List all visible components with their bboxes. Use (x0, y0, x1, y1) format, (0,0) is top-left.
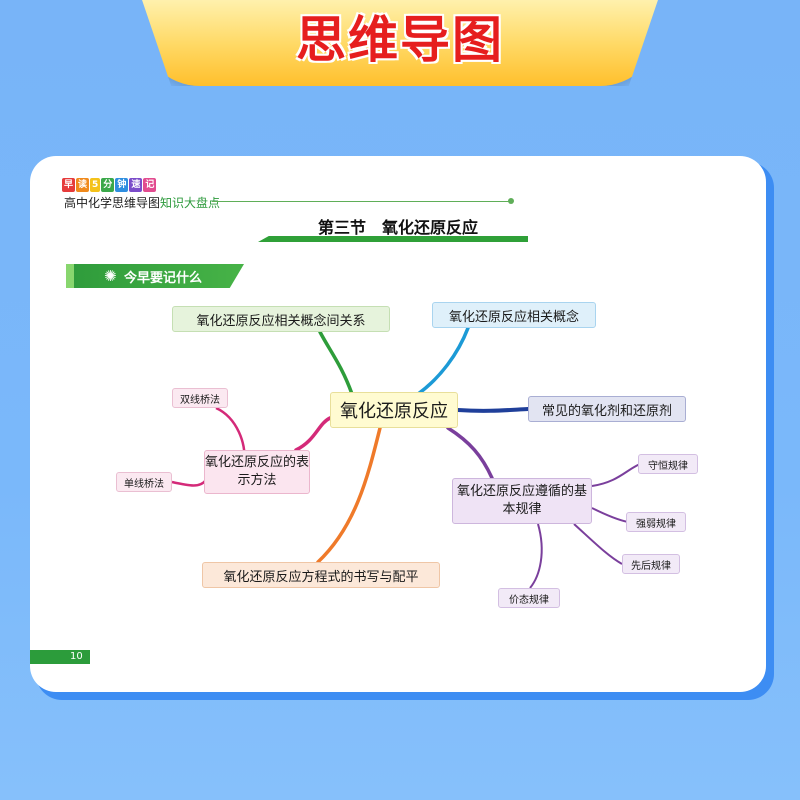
banner-title: 思维导图 (296, 11, 504, 69)
header-divider-dot (508, 198, 514, 204)
leaf-double-bridge: 双线桥法 (172, 388, 228, 408)
subtitle-main: 高中化学思维导图 (64, 196, 161, 210)
logo-char: 速 (129, 178, 143, 192)
section-tag-stripe (66, 264, 74, 288)
book-page: 早 读 5 分 钟 速 记 高中化学思维导图知识大盘点 第三节 氧化还原反应 ✺… (30, 156, 766, 692)
logo-char: 5 (90, 178, 101, 192)
node-agents: 常见的氧化剂和还原剂 (528, 396, 686, 422)
leaf-conservation: 守恒规律 (638, 454, 698, 474)
node-equation: 氧化还原反应方程式的书写与配平 (202, 562, 440, 588)
logo-char: 记 (143, 178, 157, 192)
section-tag: ✺ 今早要记什么 (66, 264, 244, 288)
mindmap-links (171, 326, 641, 589)
leaf-single-bridge: 单线桥法 (116, 472, 172, 492)
link-agents (456, 407, 530, 413)
subtitle-accent: 知识大盘点 (160, 196, 221, 210)
link-concept (416, 326, 470, 396)
section-tag-label: 今早要记什么 (124, 271, 203, 286)
logo-char: 钟 (115, 178, 129, 192)
link-strength (591, 507, 629, 523)
section-underline (258, 236, 528, 242)
series-logo: 早 读 5 分 钟 速 记 (62, 178, 157, 192)
page-number-bar (30, 650, 90, 664)
logo-char: 读 (76, 178, 90, 192)
node-representation: 氧化还原反应的表示方法 (204, 450, 310, 494)
link-order (573, 523, 623, 565)
node-concept: 氧化还原反应相关概念 (432, 302, 596, 328)
link-representation (294, 416, 332, 452)
mindmap-center-node: 氧化还原反应 (330, 392, 458, 428)
link-single-bridge (171, 479, 207, 487)
sun-icon: ✺ (104, 267, 117, 285)
header-divider (212, 201, 510, 202)
logo-char: 分 (101, 178, 115, 192)
link-concept-relation (318, 330, 354, 396)
link-equation (316, 426, 382, 564)
node-laws: 氧化还原反应遵循的基本规律 (452, 478, 592, 524)
title-banner: 思维导图 (140, 0, 660, 86)
leaf-valence: 价态规律 (498, 588, 560, 608)
page-number: 10 (70, 651, 83, 662)
logo-char: 早 (62, 178, 76, 192)
link-laws (446, 426, 494, 480)
book-subtitle: 高中化学思维导图知识大盘点 (64, 194, 220, 211)
node-concept-relation: 氧化还原反应相关概念间关系 (172, 306, 390, 332)
leaf-order: 先后规律 (622, 554, 680, 574)
link-valence (529, 523, 543, 589)
link-conservation (591, 463, 641, 487)
section-title: 第三节 氧化还原反应 (318, 218, 479, 237)
leaf-strength: 强弱规律 (626, 512, 686, 532)
